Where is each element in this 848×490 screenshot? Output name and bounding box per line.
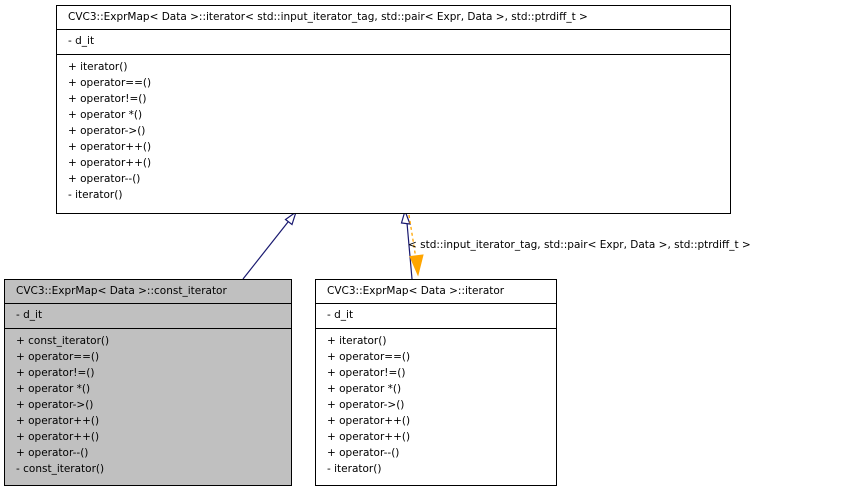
template-instantiation-edge xyxy=(408,214,424,277)
method-row: + operator!=() xyxy=(68,93,147,105)
method-row: + operator *() xyxy=(327,383,402,395)
node-title: CVC3::ExprMap< Data >::const_iterator xyxy=(5,280,291,304)
uml-node-const-iterator[interactable]: CVC3::ExprMap< Data >::const_iterator - … xyxy=(4,279,292,486)
uml-node-base-iterator[interactable]: CVC3::ExprMap< Data >::iterator< std::in… xyxy=(56,5,731,214)
inheritance-edge-iterator xyxy=(400,209,413,280)
method-row: + operator *() xyxy=(68,109,143,121)
node-title: CVC3::ExprMap< Data >::iterator xyxy=(316,280,556,304)
edge-label-template-binding: < std::input_iterator_tag, std::pair< Ex… xyxy=(408,239,751,251)
method-row: + operator++() xyxy=(68,141,152,153)
method-row: + operator--() xyxy=(16,447,89,459)
method-row: + operator--() xyxy=(327,447,400,459)
node-title: CVC3::ExprMap< Data >::iterator< std::in… xyxy=(57,6,730,30)
node-methods: + iterator() + operator==() + operator!=… xyxy=(57,55,730,208)
node-methods: + const_iterator() + operator==() + oper… xyxy=(5,329,291,482)
method-row: + operator==() xyxy=(327,351,411,363)
method-row: + operator *() xyxy=(16,383,91,395)
method-row: + operator!=() xyxy=(16,367,95,379)
node-attributes: - d_it xyxy=(316,304,556,329)
filled-arrowhead-icon xyxy=(409,254,424,277)
method-row: + operator++() xyxy=(327,431,411,443)
method-row: + operator--() xyxy=(68,173,141,185)
uml-node-iterator[interactable]: CVC3::ExprMap< Data >::iterator - d_it +… xyxy=(315,279,557,486)
node-attributes: - d_it xyxy=(5,304,291,329)
method-row: + operator->() xyxy=(68,125,146,137)
method-row: + operator++() xyxy=(16,415,100,427)
hollow-triangle-arrowhead-icon xyxy=(284,210,298,226)
method-row: + const_iterator() xyxy=(16,335,110,347)
method-row: - const_iterator() xyxy=(16,463,105,475)
method-row: + operator++() xyxy=(16,431,100,443)
method-row: + operator==() xyxy=(68,77,152,89)
hollow-triangle-arrowhead-icon xyxy=(400,209,411,225)
method-row: - iterator() xyxy=(327,463,382,475)
attribute-row: - d_it xyxy=(16,309,43,321)
method-row: + operator->() xyxy=(16,399,94,411)
method-row: + operator++() xyxy=(327,415,411,427)
node-attributes: - d_it xyxy=(57,30,730,55)
method-row: + iterator() xyxy=(68,61,128,73)
method-row: + operator++() xyxy=(68,157,152,169)
method-row: + iterator() xyxy=(327,335,387,347)
method-row: + operator==() xyxy=(16,351,100,363)
method-row: - iterator() xyxy=(68,189,123,201)
attribute-row: - d_it xyxy=(68,35,95,47)
inheritance-edge-const-iterator xyxy=(242,210,298,280)
method-row: + operator!=() xyxy=(327,367,406,379)
method-row: + operator->() xyxy=(327,399,405,411)
attribute-row: - d_it xyxy=(327,309,354,321)
node-methods: + iterator() + operator==() + operator!=… xyxy=(316,329,556,482)
